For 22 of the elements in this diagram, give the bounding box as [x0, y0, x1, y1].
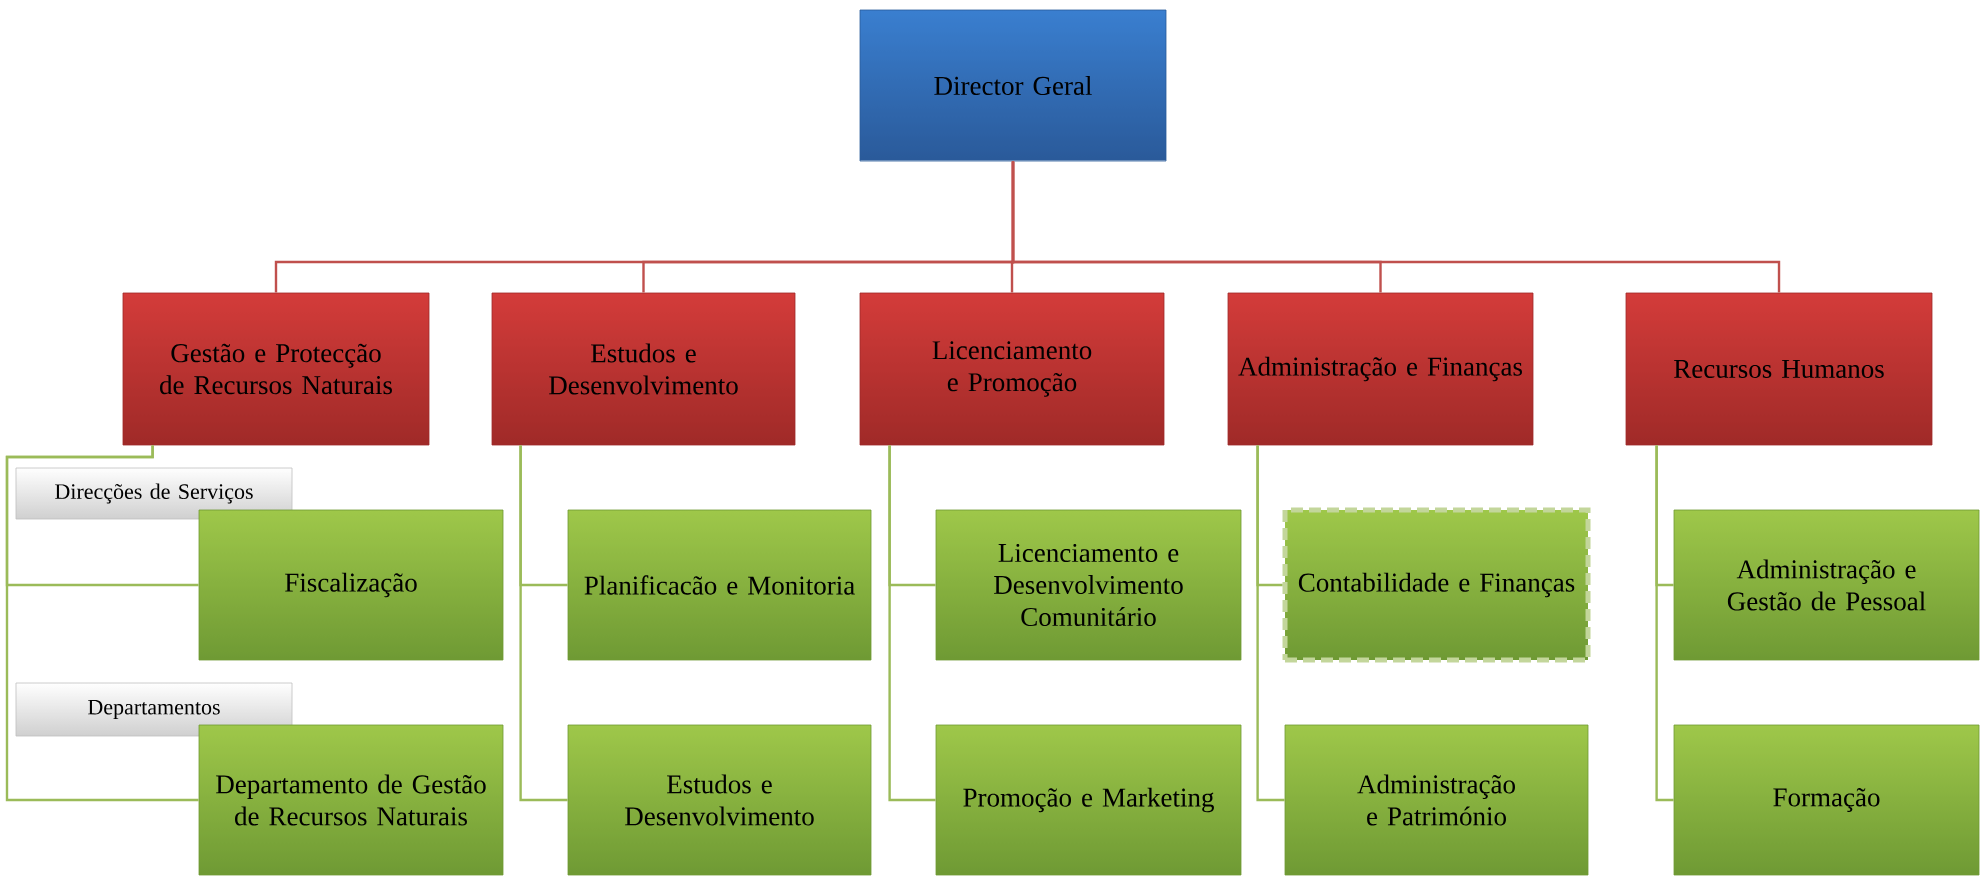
connector-line — [519, 445, 568, 802]
department-box: Licenciamento e Promoção — [859, 292, 1165, 446]
unit-box: Planificacão e Monitoria — [567, 509, 872, 661]
connector-line — [888, 445, 936, 802]
unit-box: Contabilidade e Finanças — [1282, 507, 1591, 663]
department-box: Gestão e Protecção de Recursos Naturais — [122, 292, 430, 446]
department-box: Estudos e Desenvolvimento — [491, 292, 796, 446]
section-label: Direcções de Serviços — [15, 467, 293, 520]
connector-line — [1655, 445, 1674, 802]
department-box: Administração e Finanças — [1227, 292, 1534, 446]
unit-box: Promoção e Marketing — [935, 724, 1242, 876]
unit-box: Estudos e Desenvolvimento — [567, 724, 872, 876]
connector-line — [1256, 445, 1285, 802]
connector-line — [1011, 161, 1781, 293]
unit-box: Administração e Património — [1284, 724, 1589, 876]
unit-box: Licenciamento e Desenvolvimento Comunitário — [935, 509, 1242, 661]
department-box: Recursos Humanos — [1625, 292, 1933, 446]
unit-box: Administração e Gestão de Pessoal — [1673, 509, 1980, 661]
connector-line — [5, 445, 199, 802]
unit-box: Formação — [1673, 724, 1980, 876]
section-label: Departamentos — [15, 682, 293, 737]
director-box: Director Geral — [859, 9, 1167, 162]
